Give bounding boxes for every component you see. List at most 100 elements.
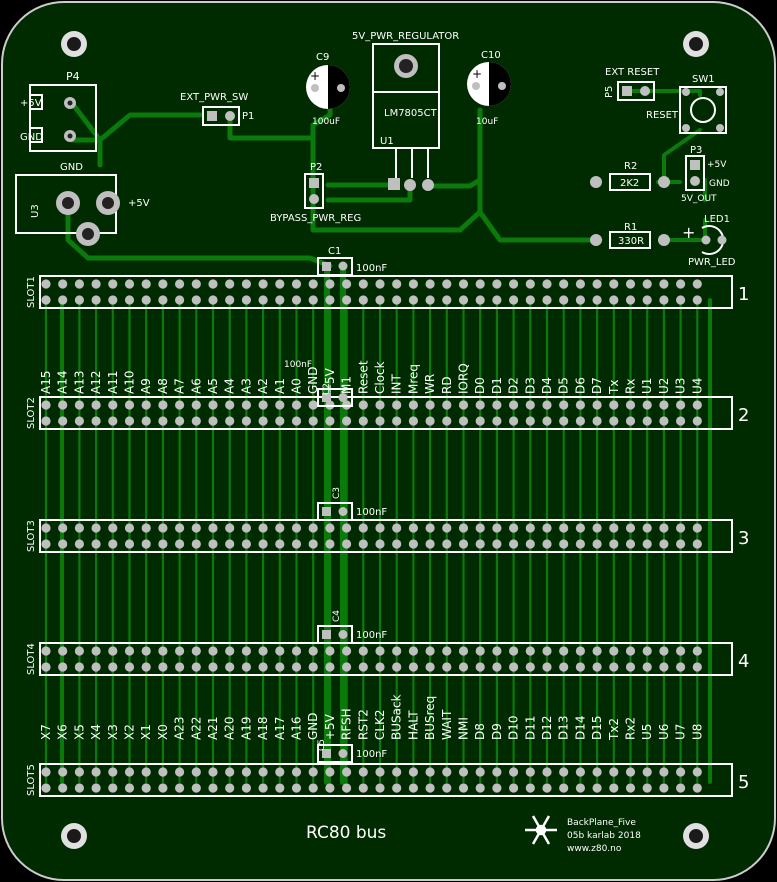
slot-pin bbox=[308, 662, 318, 672]
slot-pin bbox=[642, 416, 652, 426]
slot-pin bbox=[258, 279, 268, 289]
slot-pin bbox=[625, 539, 636, 549]
slot-pin bbox=[692, 400, 702, 410]
slot-pin bbox=[91, 400, 101, 410]
p4-gnd-label: GND bbox=[20, 132, 43, 143]
slot-pin bbox=[609, 646, 619, 656]
slot-pin bbox=[74, 783, 84, 793]
slot-pin bbox=[609, 539, 619, 549]
slot-pin bbox=[342, 783, 352, 793]
slot-pin bbox=[692, 539, 702, 549]
slot-pin bbox=[692, 662, 702, 672]
pin-label: A20 bbox=[223, 717, 237, 740]
slot-pin bbox=[342, 295, 352, 305]
pin-label: D0 bbox=[473, 377, 487, 394]
slot-pin bbox=[191, 523, 201, 533]
slot-pin bbox=[108, 523, 118, 533]
pin-label: WR bbox=[423, 374, 437, 394]
snowflake-logo bbox=[525, 815, 557, 845]
slot-pin bbox=[175, 279, 185, 289]
slot-pin bbox=[41, 523, 51, 533]
pin-label: BUSreq bbox=[423, 696, 437, 740]
slot-pin bbox=[475, 416, 485, 426]
slot-pin bbox=[241, 662, 251, 672]
pin-label: INT bbox=[390, 373, 404, 394]
slot-pin bbox=[525, 767, 535, 777]
capacitor-value: 100nF bbox=[356, 630, 387, 641]
pin-label: D13 bbox=[557, 715, 571, 740]
pin-label: RFSH bbox=[340, 708, 354, 740]
pin-label: D3 bbox=[523, 377, 537, 394]
slot-pin bbox=[124, 295, 135, 305]
slot-pin bbox=[258, 523, 268, 533]
slot-pin bbox=[291, 662, 302, 672]
pin-label: U3 bbox=[674, 378, 688, 394]
slot-pin bbox=[442, 646, 452, 656]
slot-pin bbox=[659, 783, 669, 793]
slot-pin bbox=[141, 783, 151, 793]
slot-pin bbox=[625, 279, 636, 289]
slot-pin bbox=[58, 646, 68, 656]
slot-pin bbox=[91, 646, 101, 656]
slot-pin bbox=[692, 279, 702, 289]
slot-pin bbox=[342, 767, 352, 777]
slot-pin bbox=[458, 767, 469, 777]
slot-pin bbox=[91, 416, 101, 426]
pin-label: D2 bbox=[507, 377, 521, 394]
slot-pin bbox=[308, 416, 318, 426]
slot-pin bbox=[408, 295, 418, 305]
slot-pin bbox=[258, 295, 268, 305]
slot-pin bbox=[291, 295, 302, 305]
slot-pin bbox=[41, 416, 51, 426]
slot-pin bbox=[325, 523, 335, 533]
slot-pin bbox=[392, 783, 402, 793]
pin-label: A23 bbox=[173, 717, 187, 740]
pin-label: A18 bbox=[256, 717, 270, 740]
slot-pin bbox=[108, 646, 118, 656]
c10-capacitor: C10 + 10uF bbox=[467, 50, 511, 127]
slot-pin bbox=[225, 767, 235, 777]
pin-label: +5V bbox=[323, 713, 337, 740]
slot-pin bbox=[625, 767, 636, 777]
pin-label: WAIT bbox=[440, 709, 454, 740]
p2-label: P2 bbox=[310, 162, 322, 173]
slot-pin bbox=[475, 539, 485, 549]
slot-pin bbox=[158, 523, 168, 533]
slot-pin bbox=[291, 523, 302, 533]
slot-pin bbox=[325, 767, 335, 777]
c9-value: 100uF bbox=[312, 117, 340, 127]
slot-pin bbox=[275, 523, 285, 533]
slot-pin bbox=[158, 646, 168, 656]
slot-pin bbox=[158, 400, 168, 410]
slot-pin bbox=[575, 783, 586, 793]
slot-pin bbox=[676, 646, 686, 656]
p4-5v-label: +5V bbox=[20, 98, 42, 109]
slot-pin bbox=[58, 400, 68, 410]
slot-pin bbox=[308, 279, 318, 289]
slot-pin bbox=[575, 295, 586, 305]
slot-pin bbox=[609, 783, 619, 793]
slot-pin bbox=[559, 767, 569, 777]
slot-pin bbox=[575, 416, 586, 426]
p5-label: P5 bbox=[604, 86, 615, 98]
capacitor-ref: C3 bbox=[332, 487, 342, 499]
slot-pin bbox=[158, 767, 168, 777]
slot-pin bbox=[275, 662, 285, 672]
slot-pin bbox=[241, 400, 251, 410]
slot-pin bbox=[241, 783, 251, 793]
slot-pin bbox=[408, 783, 418, 793]
ext-pwr-sw-label: EXT_PWR_SW bbox=[180, 92, 248, 103]
slot-pin bbox=[458, 295, 469, 305]
pin-label: BUSack bbox=[390, 694, 404, 740]
pin-label: A2 bbox=[256, 378, 270, 394]
slot-pin bbox=[525, 662, 535, 672]
slot-pin bbox=[575, 662, 586, 672]
slot-pin bbox=[542, 400, 552, 410]
slot-pin bbox=[124, 662, 135, 672]
slot-pin bbox=[191, 295, 201, 305]
slot-pin bbox=[158, 783, 168, 793]
slot-pin bbox=[542, 295, 552, 305]
slot-pin bbox=[392, 295, 402, 305]
slot-pin bbox=[108, 539, 118, 549]
